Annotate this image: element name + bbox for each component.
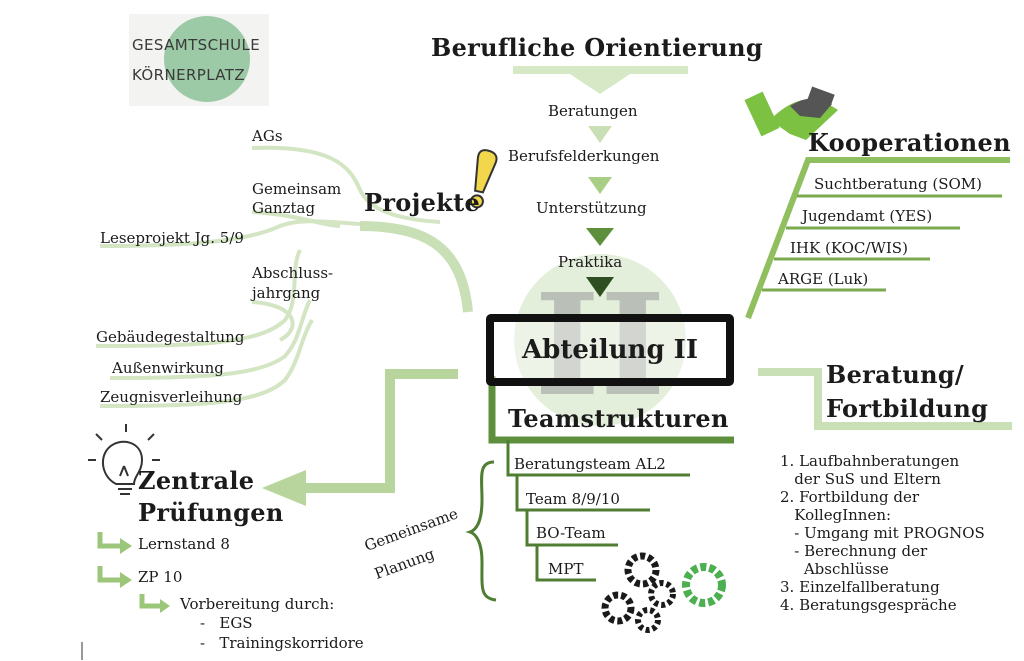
zentrale-sub-item-egs: - EGS [200, 614, 253, 632]
logo-line-2: KÖRNERPLATZ [132, 66, 246, 84]
kooperationen-item-ihk: IHK (KOC/WIS) [790, 239, 908, 257]
zentrale-item-vorbereitung: Vorbereitung durch: [180, 595, 335, 613]
orientation-step-beratungen: Beratungen [548, 102, 638, 120]
kooperationen-item-suchtberatung: Suchtberatung (SOM) [814, 175, 982, 193]
beratung-list-item: - Umgang mit PROGNOS [780, 524, 985, 542]
orientation-step-praktika: Praktika [558, 253, 623, 271]
orientation-arrow-2 [588, 177, 612, 194]
beratung-list-item: KollegInnen: [780, 506, 892, 524]
teamstrukturen-heading: Teamstrukturen [508, 404, 729, 433]
team-item-beratungsteam: Beratungsteam AL2 [514, 455, 666, 473]
teamstrukturen-main-branch [488, 376, 734, 444]
zentrale-item-lernstand: Lernstand 8 [138, 535, 230, 553]
projekte-item-ganztag: Ganztag [252, 199, 316, 217]
kooperationen-item-arge: ARGE (Luk) [778, 270, 869, 288]
page-title: Berufliche Orientierung [431, 33, 763, 62]
beratung-list-item: 2. Fortbildung der [780, 488, 920, 506]
beratung-list: 1. Laufbahnberatungen der SuS und Eltern… [780, 452, 985, 614]
zentrale-arrow-head [262, 470, 306, 506]
projekte-main-branch [359, 221, 473, 313]
beratung-list-item: Abschlüsse [780, 560, 889, 578]
orientation-step-berufsfelderkungen: Berufsfelderkungen [508, 147, 660, 165]
kooperationen-heading: Kooperationen [808, 128, 1011, 157]
projekte-item-ags: AGs [252, 127, 283, 145]
kooperationen-main-branch [745, 157, 1010, 320]
logo-line-1: GESAMTSCHULE [132, 36, 261, 54]
zentrale-item-zp10: ZP 10 [138, 568, 183, 586]
zentrale-item-arrow-heads [120, 538, 170, 613]
projekte-item-gebaeudegestaltung: Gebäudegestaltung [96, 328, 245, 346]
orientation-arrow-3 [586, 228, 614, 246]
projekte-item-aussenwirkung: Außenwirkung [112, 359, 224, 377]
beratung-list-item: der SuS und Eltern [780, 470, 941, 488]
team-item-mpt: MPT [548, 560, 584, 578]
beratung-list-item: 1. Laufbahnberatungen [780, 452, 960, 470]
orientation-arrow-4 [586, 277, 614, 297]
orientation-bar [513, 66, 688, 94]
zentrale-branch [300, 369, 458, 493]
handshake-icon [744, 86, 838, 140]
beratung-heading-line-1: Beratung/ [826, 360, 964, 389]
center-box: Abteilung II [486, 314, 734, 386]
orientation-arrow-1 [588, 126, 612, 143]
beratung-list-item: 4. Beratungsgespräche [780, 596, 957, 614]
projekte-heading: Projekte [364, 188, 481, 217]
beratung-branch [758, 368, 1012, 430]
zentrale-item-arrows [97, 532, 160, 609]
school-logo: GESAMTSCHULE KÖRNERPLATZ [129, 14, 269, 106]
zentrale-heading-line-2: Prüfungen [138, 498, 284, 527]
beratung-heading-line-2: Fortbildung [826, 394, 989, 423]
lightbulb-icon [88, 424, 160, 495]
projekte-branches [95, 145, 441, 408]
zentrale-sub-item-trainingskorridore: - Trainingskorridore [200, 634, 364, 652]
beratung-list-item: 3. Einzelfallberatung [780, 578, 940, 596]
projekte-item-abschluss: Abschluss- [252, 264, 334, 282]
zentrale-heading-line-1: Zentrale [138, 466, 255, 495]
center-label: Abteilung II [521, 335, 699, 365]
projekte-item-zeugnisverleihung: Zeugnisverleihung [100, 388, 243, 406]
projekte-item-gemeinsam: Gemeinsam [252, 180, 342, 198]
planung-bracket [465, 460, 497, 602]
kooperationen-branches [762, 194, 1002, 292]
exclamation-icon [469, 149, 498, 209]
logo-circle [164, 16, 250, 102]
projekte-item-leseprojekt: Leseprojekt Jg. 5/9 [100, 229, 244, 247]
teamstrukturen-branches [506, 440, 690, 582]
team-item-bo-team: BO-Team [536, 524, 606, 542]
team-item-team-8-9-10: Team 8/9/10 [526, 490, 620, 508]
orientation-step-unterstuetzung: Unterstützung [536, 199, 647, 217]
gears-icon [601, 552, 726, 633]
beratung-list-item: - Berechnung der [780, 542, 928, 560]
projekte-item-jahrgang: jahrgang [252, 284, 321, 302]
kooperationen-item-jugendamt: Jugendamt (YES) [802, 207, 933, 225]
